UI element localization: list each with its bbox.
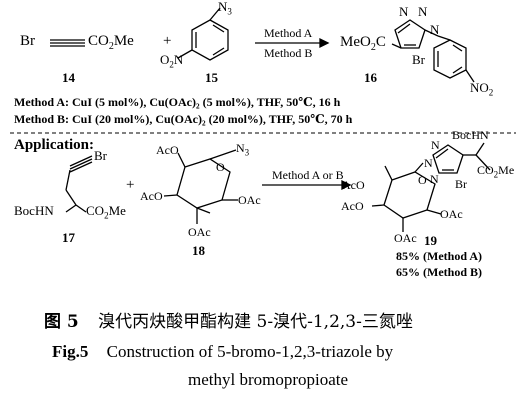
ester-subscript-19: 2 xyxy=(493,169,499,180)
triazole-ring-19 xyxy=(432,142,491,174)
triazole-n1-label-16: N xyxy=(399,4,409,19)
nitro-subscript-16: 2 xyxy=(488,87,494,98)
method-a-conditions: Method A: CuI (5 mol%), Cu(OAc)₂ (5 mol%… xyxy=(14,95,341,109)
bromo-label-16: Br xyxy=(412,52,425,67)
ester-label-17: CO2Me xyxy=(86,203,126,221)
compound-14-left-label: Br xyxy=(20,33,35,50)
ester-label-16: MeO2C xyxy=(340,34,386,53)
azide-label-15: N3 xyxy=(218,0,232,17)
arrow-bottom-label: Method B xyxy=(264,46,313,60)
caption-cn-label: 图 5 xyxy=(44,312,79,332)
ester-label-19: CO2Me xyxy=(477,163,514,179)
compound-19-number: 19 xyxy=(424,233,437,248)
triazole-ring-16 xyxy=(391,19,439,49)
compound-14-number: 14 xyxy=(62,70,75,85)
ester-subscript-17: 2 xyxy=(104,210,109,221)
oac3-label-18: OAc xyxy=(238,193,261,207)
compound-14-right-label: CO2Me xyxy=(88,33,134,52)
ring-o-label-18: O xyxy=(216,160,225,174)
azide-subscript: 3 xyxy=(227,6,232,17)
arrow-application-label: Method A or B xyxy=(272,168,344,182)
caption-cn-text: 溴代丙炔酸甲酯构建 5-溴代-1,2,3-三氮唑 xyxy=(98,312,413,332)
reaction-arrow-top xyxy=(255,37,330,49)
ester-subscript-16: 2 xyxy=(370,42,376,53)
nitro-o-label: O xyxy=(160,52,170,67)
bromo-label-17: Br xyxy=(94,148,107,163)
caption-en-text-line1: Construction of 5-bromo-1,2,3-triazole b… xyxy=(106,342,394,361)
oac2-label-19: AcO xyxy=(341,199,364,213)
ester-me-label-19: Me xyxy=(498,163,515,177)
triazole-n2-label-19: N xyxy=(424,156,433,170)
yield-method-b: 65% (Method B) xyxy=(396,265,482,279)
nitro-no-label: NO xyxy=(470,80,489,95)
ester-me-label: Me xyxy=(113,33,134,49)
azide-n-label-18: N xyxy=(236,141,245,155)
benzene-ring-15 xyxy=(177,7,229,61)
bromo-label-19: Br xyxy=(455,177,467,191)
triazole-n3-label-16: N xyxy=(430,22,440,37)
oac4-label-18: OAc xyxy=(188,225,211,239)
triazole-n3-label-19: N xyxy=(430,172,439,186)
nitro-subscript: 2 xyxy=(169,59,174,70)
caption-en-label: Fig.5 xyxy=(52,342,89,361)
caption-chinese: 图 5 溴代丙炔酸甲酯构建 5-溴代-1,2,3-三氮唑 xyxy=(44,307,413,332)
compound-16-number: 16 xyxy=(364,70,377,85)
pyranose-ring-19 xyxy=(371,162,442,232)
boc-amine-label-19: BocHN xyxy=(452,128,489,142)
ester-co-label: CO xyxy=(88,33,109,49)
ester-c-label: C xyxy=(375,34,386,50)
pyranose-ring-18 xyxy=(163,149,238,224)
plus-sign-top: + xyxy=(163,33,172,49)
nitro-label-16: NO2 xyxy=(470,80,493,98)
ring-o-label-19: O xyxy=(418,173,427,187)
ester-co-subscript: 2 xyxy=(108,41,114,52)
plus-sign-application: + xyxy=(126,177,135,193)
azide-subscript-18: 3 xyxy=(244,147,250,158)
arrow-top-label: Method A xyxy=(264,26,313,40)
oac2-label-18: AcO xyxy=(140,189,163,203)
bromo-label: Br xyxy=(20,33,35,49)
oac4-label-19: OAc xyxy=(394,231,417,245)
boc-amine-label-17: BocHN xyxy=(14,203,54,218)
compound-15-number: 15 xyxy=(205,70,218,85)
compound-17-skeleton xyxy=(65,155,93,213)
nitro-n-label: N xyxy=(173,52,184,67)
compound-17-number: 17 xyxy=(62,230,75,245)
yield-method-a: 85% (Method A) xyxy=(396,249,482,263)
ester-me-label-17: Me xyxy=(108,203,126,218)
method-b-conditions: Method B: CuI (20 mol%), Cu(OAc)₂ (20 mo… xyxy=(14,112,353,126)
oac3-label-19: OAc xyxy=(440,207,463,221)
ester-co-label-19: CO xyxy=(477,163,494,177)
ester-co-label-17: CO xyxy=(86,203,105,218)
oac1-label-19: AcO xyxy=(342,178,365,192)
azide-n-label: N xyxy=(218,0,228,14)
azide-label-18: N3 xyxy=(236,141,249,157)
ester-meo-label: MeO xyxy=(340,34,371,50)
alkyne-triple-bond-14 xyxy=(50,39,85,47)
caption-english-line2: methyl bromopropioate xyxy=(188,370,349,389)
triazole-n1-label-19: N xyxy=(431,138,440,152)
benzene-ring-16 xyxy=(433,35,475,83)
reaction-arrow-application xyxy=(262,179,352,191)
triazole-n2-label-16: N xyxy=(418,4,428,19)
application-heading: Application: xyxy=(14,137,95,153)
nitro-label-15: O2N xyxy=(160,52,183,70)
oac1-label-18: AcO xyxy=(156,143,179,157)
caption-english-line1: Fig.5 Construction of 5-bromo-1,2,3-tria… xyxy=(52,342,393,362)
compound-18-number: 18 xyxy=(192,243,205,258)
